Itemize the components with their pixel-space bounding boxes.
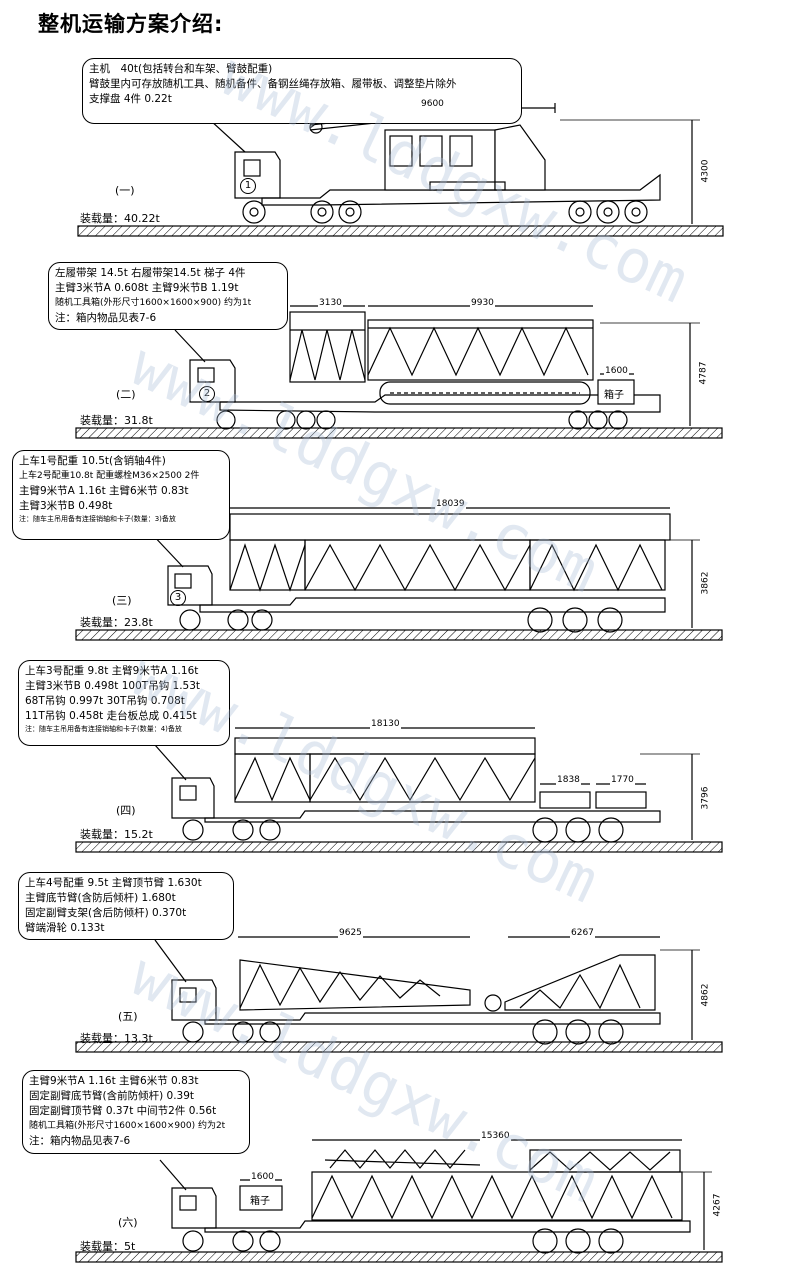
load-weight-label: 装载量：5t [80, 1240, 136, 1253]
pointer-2 [174, 329, 206, 363]
callout-4: 上车3号配重 9.8t 主臂9米节A 1.16t 主臂3米节B 0.498t 1… [18, 660, 230, 746]
callout-line: 随机工具箱(外形尺寸1600×1600×900) 约为2t [29, 1121, 226, 1131]
callout-line: 主臂3米节B 0.498t 100T吊钩 1.53t [25, 680, 201, 692]
callout-3: 上车1号配重 10.5t(含销轴4件) 上车2号配重10.8t 配重螺栓M36×… [12, 450, 230, 540]
callout-line: 固定副臂支架(含后防倾杆) 0.370t [25, 907, 187, 919]
load-weight-label: 装载量：15.2t [80, 828, 153, 841]
box-label: 箱子 [250, 1196, 270, 1207]
callout-line: 上车4号配重 9.5t 主臂顶节臂 1.630t [25, 877, 202, 889]
truck-number-label: (一) [115, 184, 135, 197]
dim-a: 3130 [318, 298, 343, 308]
dim-a: 1838 [556, 775, 581, 785]
callout-line: 68T吊钩 0.997t 30T吊钩 0.708t [25, 695, 185, 707]
callout-line: 固定副臂底节臂(含前防倾杆) 0.39t [29, 1090, 195, 1102]
callout-line: 支撑盘 4件 0.22t [89, 93, 172, 105]
dim-height: 4787 [698, 361, 709, 385]
dim-length: 18039 [435, 499, 466, 509]
dim-box-width: 1600 [604, 366, 629, 376]
callout-line: 固定副臂顶节臂 0.37t 中间节2件 0.56t [29, 1105, 217, 1117]
dim-length: 9600 [420, 99, 445, 109]
callout-1: 主机 40t(包括转台和车架、臂鼓配重) 臂鼓里内可存放随机工具、随机备件、备钢… [82, 58, 522, 124]
callout-line: 主臂9米节A 1.16t 主臂6米节 0.83t [19, 485, 189, 497]
pointer-1 [209, 119, 246, 153]
dim-length: 15360 [480, 1131, 511, 1141]
callout-line: 主臂3米节B 0.498t [19, 500, 113, 512]
callout-line: 左履带架 14.5t 右履带架14.5t 梯子 4件 [55, 267, 246, 279]
pointer-6 [159, 1159, 187, 1191]
dim-height: 4267 [712, 1193, 723, 1217]
ground-1 [77, 225, 724, 237]
callout-line: 主机 40t(包括转台和车架、臂鼓配重) [89, 63, 273, 75]
dim-length: 18130 [370, 719, 401, 729]
pointer-4 [154, 744, 187, 781]
dim-b: 6267 [570, 928, 595, 938]
vehicle-5 [75, 936, 723, 1053]
callout-6: 主臂9米节A 1.16t 主臂6米节 0.83t 固定副臂底节臂(含前防倾杆) … [22, 1070, 250, 1154]
vehicle-1 [77, 103, 724, 237]
truck-number-label: (四) [116, 804, 136, 817]
callout-line: 11T吊钩 0.458t 走台板总成 0.415t [25, 710, 197, 722]
callout-note: 注：随车主吊用备有连接销轴和卡子(数量：4)备放 [25, 725, 182, 733]
truck-number-label: (二) [116, 388, 136, 401]
dim-b: 9930 [470, 298, 495, 308]
callout-2: 左履带架 14.5t 右履带架14.5t 梯子 4件 主臂3米节A 0.608t… [48, 262, 288, 330]
callout-line: 上车1号配重 10.5t(含销轴4件) [19, 455, 166, 467]
cab-number: 1 [240, 178, 256, 194]
callout-line: 注：箱内物品见表7-6 [55, 312, 157, 324]
cab-number: 2 [199, 386, 215, 402]
vehicle-6 [75, 1139, 723, 1263]
callout-line: 注：箱内物品见表7-6 [29, 1135, 131, 1147]
callout-line: 主臂3米节A 0.608t 主臂9米节B 1.19t [55, 282, 239, 294]
callout-line: 主臂9米节A 1.16t 主臂6米节 0.83t [29, 1075, 199, 1087]
cab-number: 3 [170, 590, 186, 606]
box-label: 箱子 [604, 390, 624, 401]
dim-height: 3862 [700, 571, 711, 595]
callout-5: 上车4号配重 9.5t 主臂顶节臂 1.630t 主臂底节臂(含防后倾杆) 1.… [18, 872, 234, 940]
page-title: 整机运输方案介绍: [38, 12, 224, 36]
load-weight-label: 装载量：13.3t [80, 1032, 153, 1045]
dim-a: 9625 [338, 928, 363, 938]
load-weight-label: 装载量：31.8t [80, 414, 153, 427]
callout-line: 上车3号配重 9.8t 主臂9米节A 1.16t [25, 665, 199, 677]
truck-number-label: (六) [118, 1216, 138, 1229]
dim-b: 1770 [610, 775, 635, 785]
callout-line: 臂鼓里内可存放随机工具、随机备件、备钢丝绳存放箱、履带板、调整垫片除外 [89, 78, 457, 90]
dim-height: 4300 [700, 159, 711, 183]
dim-box-width: 1600 [250, 1172, 275, 1182]
dim-height: 4862 [700, 983, 711, 1007]
callout-note: 注：随车主吊用备有连接销轴和卡子(数量：3)备放 [19, 515, 176, 523]
dim-height: 3796 [700, 786, 711, 810]
load-weight-label: 装载量：40.22t [80, 212, 160, 225]
vehicle-2 [75, 305, 723, 439]
callout-line: 臂端滑轮 0.133t [25, 922, 105, 934]
callout-line: 主臂底节臂(含防后倾杆) 1.680t [25, 892, 176, 904]
load-weight-label: 装载量：23.8t [80, 616, 153, 629]
truck-number-label: (三) [112, 594, 132, 607]
truck-number-label: (五) [118, 1010, 138, 1023]
callout-line: 上车2号配重10.8t 配重螺栓M36×2500 2件 [19, 471, 200, 481]
callout-line: 随机工具箱(外形尺寸1600×1600×900) 约为1t [55, 298, 252, 308]
vehicle-4 [75, 727, 723, 853]
pointer-5 [154, 939, 187, 983]
